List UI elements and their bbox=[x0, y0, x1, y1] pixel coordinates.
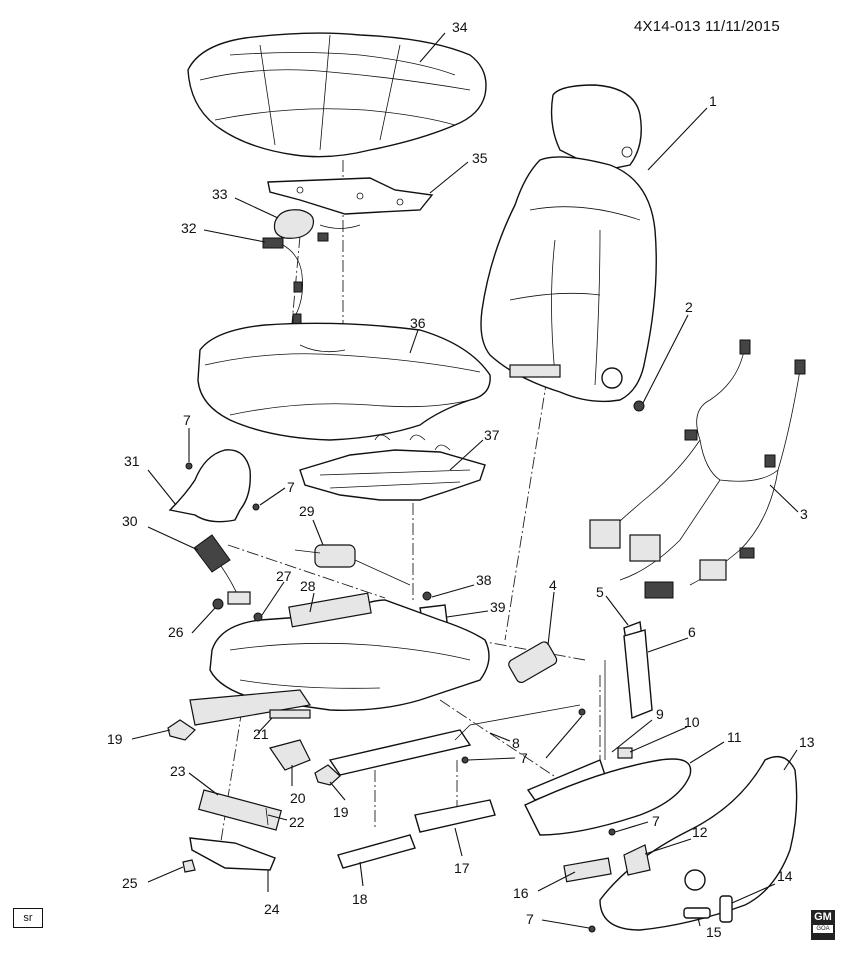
bolt-27 bbox=[253, 612, 263, 622]
handle-bolt-10 bbox=[617, 747, 633, 759]
callout-23: 23 bbox=[170, 763, 186, 779]
sr-label-box: sr bbox=[13, 908, 43, 928]
track-cover-18 bbox=[337, 834, 416, 869]
callout-layer: 34 1 35 33 32 2 36 3 7 37 31 7 3 bbox=[107, 19, 815, 940]
lumbar-switch-12 bbox=[623, 844, 651, 876]
callout-7c: 7 bbox=[520, 750, 528, 766]
clip-25 bbox=[182, 859, 196, 873]
callout-11: 11 bbox=[727, 729, 742, 745]
bolt-38 bbox=[422, 591, 432, 601]
callout-12: 12 bbox=[692, 824, 708, 840]
callout-38: 38 bbox=[476, 572, 492, 588]
callout-32: 32 bbox=[181, 220, 197, 236]
callout-18: 18 bbox=[352, 891, 368, 907]
recliner-motor bbox=[508, 641, 558, 684]
track-cover-17 bbox=[414, 799, 496, 833]
callout-17: 17 bbox=[454, 860, 470, 876]
callout-5: 5 bbox=[596, 584, 604, 600]
occupant-sensor-pad bbox=[273, 209, 315, 239]
shield-knob bbox=[684, 869, 706, 891]
seat-cushion-cover bbox=[187, 32, 487, 158]
knob-14 bbox=[719, 895, 733, 923]
callout-8: 8 bbox=[512, 735, 520, 751]
callout-19b: 19 bbox=[333, 804, 349, 820]
pin-22 bbox=[265, 807, 269, 826]
callout-31: 31 bbox=[124, 453, 140, 469]
knob-15 bbox=[683, 907, 711, 919]
height-adjust-motor bbox=[294, 544, 411, 586]
callout-10: 10 bbox=[684, 714, 700, 730]
callout-33: 33 bbox=[212, 186, 228, 202]
gm-logo: GM GOA bbox=[811, 910, 835, 940]
callout-30: 30 bbox=[122, 513, 138, 529]
side-trim-shield bbox=[168, 449, 251, 523]
nut-26 bbox=[212, 598, 224, 610]
callout-3: 3 bbox=[800, 506, 808, 522]
seat-switch-16 bbox=[563, 857, 612, 883]
seat-suspension-mat bbox=[299, 434, 486, 501]
fastener-7b bbox=[252, 503, 260, 511]
fastener-7e bbox=[588, 925, 596, 933]
control-module-24 bbox=[189, 837, 276, 871]
cover-clip-19a bbox=[167, 719, 196, 741]
bolt-2 bbox=[633, 400, 645, 412]
seat-cushion-pad bbox=[197, 322, 491, 441]
callout-19a: 19 bbox=[107, 731, 123, 747]
callout-13: 13 bbox=[799, 734, 815, 750]
callout-6: 6 bbox=[688, 624, 696, 640]
callout-27: 27 bbox=[276, 568, 292, 584]
lumbar-switch-20 bbox=[269, 739, 311, 771]
cover-clip-19b bbox=[314, 764, 341, 786]
callout-15: 15 bbox=[706, 924, 722, 940]
callout-9: 9 bbox=[656, 706, 664, 722]
callout-7a: 7 bbox=[183, 412, 191, 428]
spacer-21 bbox=[269, 709, 311, 719]
callout-34: 34 bbox=[452, 19, 468, 35]
callout-28: 28 bbox=[300, 578, 316, 594]
diagram-code: 4X14-013 11/11/2015 bbox=[634, 18, 780, 35]
callout-25: 25 bbox=[122, 875, 138, 891]
callout-2: 2 bbox=[685, 299, 693, 315]
callout-7e: 7 bbox=[526, 911, 534, 927]
callout-21: 21 bbox=[253, 726, 269, 742]
inner-side-shield-11 bbox=[524, 758, 692, 836]
callout-16: 16 bbox=[513, 885, 529, 901]
callout-36: 36 bbox=[410, 315, 426, 331]
callout-26: 26 bbox=[168, 624, 184, 640]
callout-35: 35 bbox=[472, 150, 488, 166]
callout-20: 20 bbox=[290, 790, 306, 806]
fastener-7a bbox=[185, 462, 193, 470]
callout-7b: 7 bbox=[287, 479, 295, 495]
module-bracket-23 bbox=[198, 789, 282, 831]
seat-back-assembly bbox=[480, 84, 657, 403]
callout-39: 39 bbox=[490, 599, 506, 615]
callout-4: 4 bbox=[549, 577, 557, 593]
callout-37: 37 bbox=[484, 427, 500, 443]
seat-pan-plate bbox=[267, 177, 434, 242]
lever-handle-6 bbox=[623, 629, 653, 719]
callout-1: 1 bbox=[709, 93, 717, 109]
gm-logo-text: GM bbox=[814, 911, 832, 923]
fastener-7c bbox=[461, 756, 469, 764]
fastener-7d bbox=[608, 828, 616, 836]
gm-logo-subtext: GOA bbox=[813, 925, 833, 933]
callout-24: 24 bbox=[264, 901, 280, 917]
outer-side-shield-13 bbox=[599, 756, 798, 931]
callout-22: 22 bbox=[289, 814, 305, 830]
torque-rod-8 bbox=[454, 704, 581, 741]
seat-wiring-harness bbox=[589, 339, 806, 599]
callout-14: 14 bbox=[777, 868, 793, 884]
seat-belt-buckle bbox=[193, 534, 251, 605]
callout-29: 29 bbox=[299, 503, 315, 519]
callout-7d: 7 bbox=[652, 813, 660, 829]
fastener-7f bbox=[578, 708, 586, 716]
seat-track-left bbox=[189, 689, 472, 776]
seat-frame-assembly bbox=[209, 592, 490, 711]
